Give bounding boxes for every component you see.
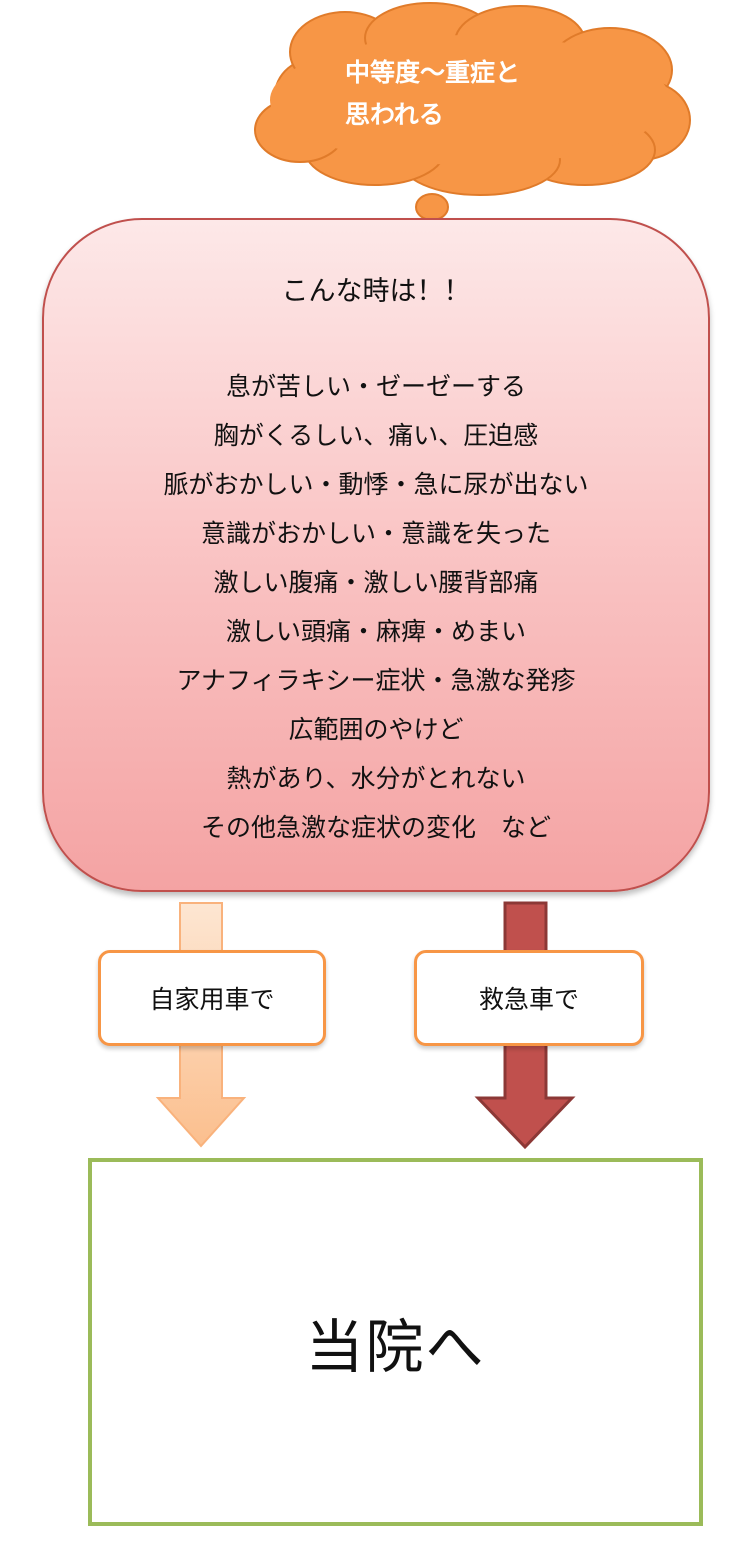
- symptom-item: 脈がおかしい・動悸・急に尿が出ない: [163, 470, 589, 499]
- destination-label: 当院へ: [305, 1313, 486, 1381]
- symptom-item: アナフィラキシー症状・急激な発疹: [176, 666, 576, 695]
- symptom-item: 熱があり、水分がとれない: [226, 764, 526, 793]
- destination-box: 当院へ: [88, 1158, 703, 1526]
- thought-cloud-line: 思われる: [345, 100, 444, 129]
- symptom-item: 広範囲のやけど: [288, 715, 464, 744]
- thought-cloud-line: 中等度～重症と: [345, 58, 521, 87]
- symptoms-box: こんな時は！！ 息が苦しい・ゼーゼーする 胸がくるしい、痛い、圧迫感 脈がおかし…: [42, 218, 710, 892]
- thought-cloud: [254, 2, 691, 250]
- symptom-item: 激しい腹痛・激しい腰背部痛: [213, 568, 539, 597]
- thought-cloud-text: 中等度～重症と 思われる: [345, 52, 585, 136]
- car-transport-label: 自家用車で: [98, 950, 326, 1046]
- symptom-item: その他急激な症状の変化 など: [200, 813, 551, 842]
- symptom-item: 意識がおかしい・意識を失った: [200, 519, 551, 548]
- symptom-item: 胸がくるしい、痛い、圧迫感: [213, 421, 539, 450]
- ambulance-transport-text: 救急車で: [478, 985, 579, 1014]
- car-transport-text: 自家用車で: [149, 985, 275, 1014]
- symptom-item: 激しい頭痛・麻痺・めまい: [225, 617, 526, 646]
- symptom-item: 息が苦しい・ゼーゼーする: [225, 372, 526, 401]
- symptoms-heading: こんな時は！！: [281, 276, 471, 307]
- symptom-list: 息が苦しい・ゼーゼーする 胸がくるしい、痛い、圧迫感 脈がおかしい・動悸・急に尿…: [44, 362, 708, 852]
- ambulance-transport-label: 救急車で: [414, 950, 644, 1046]
